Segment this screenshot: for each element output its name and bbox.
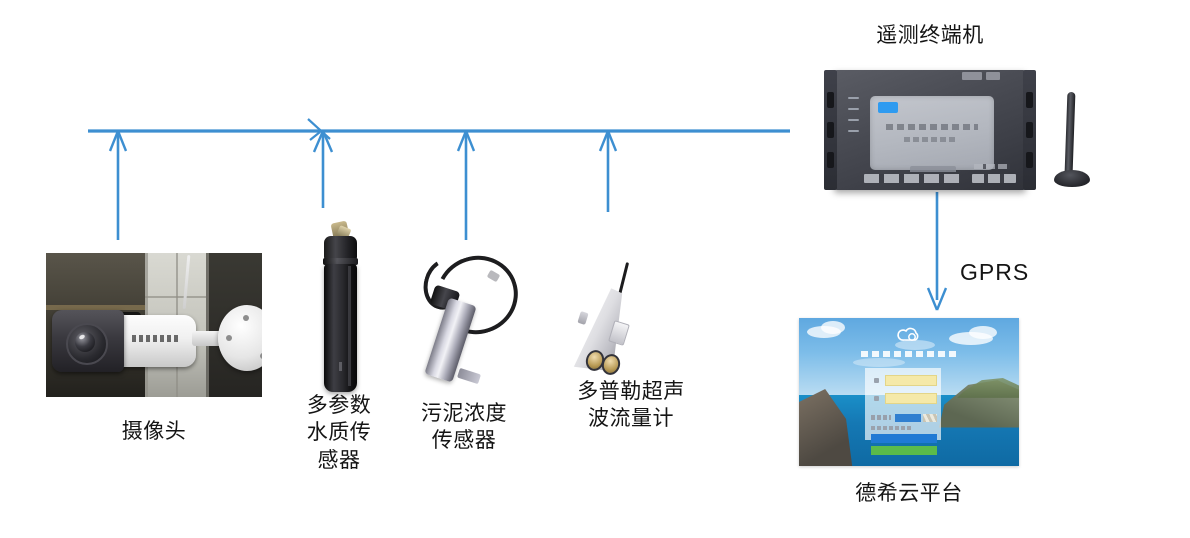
arrow-flowmeter [598,130,618,212]
sludge-sensor-icon [417,245,529,385]
arrow-water-quality-sensor [307,118,334,208]
label-cloud-platform: 德希云平台 [855,482,963,505]
arrow-gprs-downlink [926,192,948,311]
cloud-logo-icon [897,327,919,341]
cloud-login-button [871,434,937,443]
label-rtu: 遥测终端机 [876,24,984,47]
cloud-platform-screenshot [799,318,1019,466]
rtu-device-icon [824,70,1036,190]
label-camera: 摄像头 [121,420,187,443]
label-flowmeter: 多普勒超声 波流量计 [577,380,685,431]
arrow-camera [108,130,128,240]
label-sludge-sensor: 污泥浓度 传感器 [421,402,507,453]
cloud-login-card [865,368,941,455]
arrow-sludge-sensor [456,130,476,240]
label-gprs-link: GPRS [960,259,1030,285]
water-quality-sensor-icon [308,220,370,398]
label-water-quality-sensor: 多参数 水质传 感器 [306,394,372,472]
ip-camera-icon [46,253,262,397]
antenna-icon [1052,91,1092,192]
doppler-flowmeter-icon [566,262,656,384]
cloud-secondary-button [871,446,937,455]
